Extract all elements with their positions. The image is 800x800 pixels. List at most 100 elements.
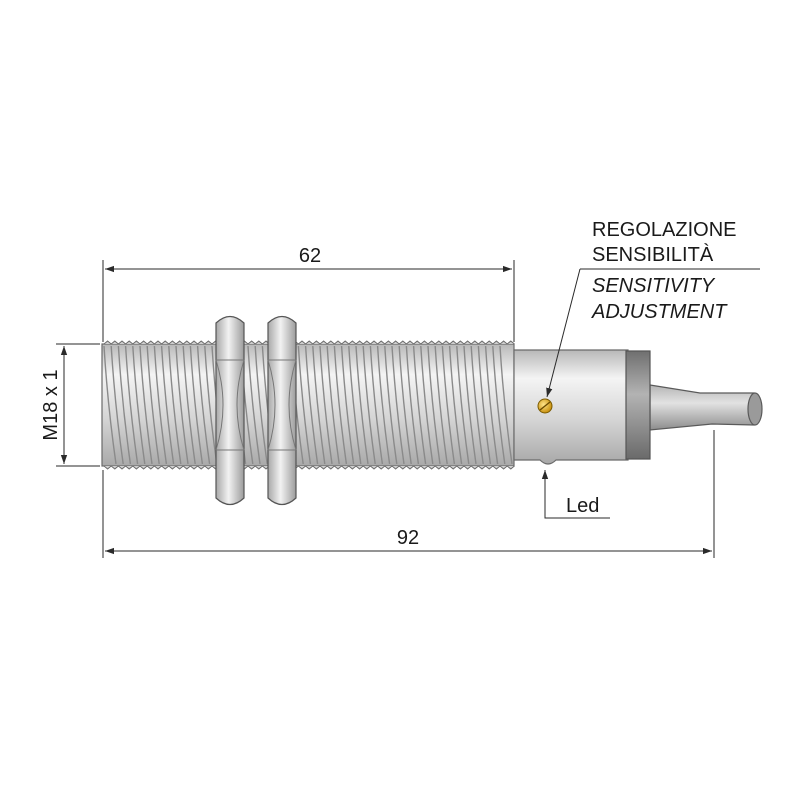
thread-line bbox=[484, 345, 499, 465]
thread-tooth bbox=[391, 340, 400, 345]
thread-tooth bbox=[377, 465, 386, 470]
thread-tooth bbox=[118, 465, 126, 470]
thread-tooth bbox=[442, 340, 450, 345]
thread-tooth bbox=[132, 465, 141, 470]
thread-line bbox=[376, 345, 391, 465]
thread-tooth bbox=[254, 340, 263, 345]
thread-tooth bbox=[175, 465, 184, 470]
thread-line bbox=[196, 345, 211, 465]
thread-tooth bbox=[427, 340, 436, 345]
thread-tooth bbox=[427, 465, 436, 470]
cable bbox=[649, 384, 763, 431]
thread-line bbox=[384, 345, 398, 465]
thread-tooth bbox=[420, 465, 429, 470]
thread-line bbox=[499, 345, 513, 465]
lock-nut-1 bbox=[215, 315, 245, 506]
thread-tooth bbox=[348, 340, 357, 345]
thread-line bbox=[139, 345, 153, 465]
thread-line bbox=[333, 345, 348, 465]
thread-tooth bbox=[146, 465, 155, 470]
sensor-head bbox=[513, 349, 651, 465]
thread-tooth bbox=[377, 340, 386, 345]
thread-tooth bbox=[154, 465, 162, 470]
thread-tooth bbox=[204, 465, 213, 470]
thread-tooth bbox=[370, 340, 378, 345]
extension-lines bbox=[56, 260, 715, 558]
thread-tooth bbox=[485, 465, 494, 470]
thread-tooth bbox=[348, 465, 357, 470]
thread-tooth bbox=[384, 340, 393, 345]
thread-line bbox=[160, 345, 175, 465]
thread-tooth bbox=[247, 465, 256, 470]
sensitivity-adjustment-callout: REGOLAZIONE SENSIBILITÀ SENSITIVITY ADJU… bbox=[546, 219, 760, 398]
thread-tooth bbox=[154, 340, 162, 345]
thread-line bbox=[463, 345, 477, 465]
thread-tooth bbox=[456, 340, 465, 345]
thread-tooth bbox=[341, 340, 350, 345]
thread-line bbox=[470, 345, 484, 465]
thread-tooth bbox=[204, 340, 213, 345]
thread-tooth bbox=[334, 340, 342, 345]
led-callout: Led bbox=[541, 470, 610, 519]
thread-tooth bbox=[478, 465, 486, 470]
thread-tooth bbox=[449, 340, 458, 345]
adjust-it-line1: REGOLAZIONE bbox=[592, 219, 736, 241]
thread-line bbox=[456, 345, 470, 465]
thread-line bbox=[247, 345, 261, 465]
thread-tooth bbox=[298, 465, 306, 470]
thread-tooth bbox=[139, 465, 148, 470]
thread-tooth bbox=[420, 340, 429, 345]
adjustment-screw-icon bbox=[537, 398, 553, 414]
thread-line bbox=[297, 345, 312, 465]
thread-line bbox=[412, 345, 427, 465]
thread-line bbox=[175, 345, 189, 465]
thread-tooth bbox=[197, 340, 206, 345]
led-label: Led bbox=[566, 495, 599, 517]
thread-tooth bbox=[442, 465, 450, 470]
thread-tooth bbox=[355, 465, 364, 470]
thread-line bbox=[146, 345, 160, 465]
thread-line bbox=[398, 345, 412, 465]
thread-tooth bbox=[110, 340, 119, 345]
thread-line bbox=[434, 345, 448, 465]
thread-tooth bbox=[312, 340, 321, 345]
thread-tooth bbox=[305, 340, 314, 345]
thread-tooth bbox=[175, 340, 184, 345]
thread-tooth bbox=[312, 465, 321, 470]
thread-line bbox=[355, 345, 369, 465]
thread-tooth bbox=[470, 465, 479, 470]
thread-tooth bbox=[478, 340, 486, 345]
adjust-en-line1: SENSITIVITY bbox=[592, 275, 716, 297]
thread-line bbox=[362, 345, 376, 465]
thread-line bbox=[204, 345, 218, 465]
thread-tooth bbox=[139, 340, 148, 345]
thread-line bbox=[312, 345, 326, 465]
thread-tooth bbox=[110, 465, 119, 470]
thread-tooth bbox=[492, 465, 501, 470]
thread-tooth bbox=[118, 340, 126, 345]
thread-line bbox=[103, 345, 117, 465]
thread-line bbox=[405, 345, 420, 465]
dimension-62-label: 62 bbox=[299, 245, 321, 267]
dimension-92-label: 92 bbox=[397, 527, 419, 549]
thread-line bbox=[319, 345, 333, 465]
thread-line bbox=[340, 345, 355, 465]
thread-tooth bbox=[298, 340, 306, 345]
thread-tooth bbox=[326, 465, 335, 470]
thread-line bbox=[254, 345, 268, 465]
thread-line bbox=[124, 345, 139, 465]
thread-tooth bbox=[406, 465, 414, 470]
thread-tooth bbox=[506, 340, 515, 345]
thread-tooth bbox=[254, 465, 263, 470]
thread-line bbox=[348, 345, 362, 465]
thread-tooth bbox=[182, 465, 191, 470]
thread-tooth bbox=[319, 340, 328, 345]
thread-tooth bbox=[506, 465, 515, 470]
lock-nut-2 bbox=[267, 315, 297, 506]
dimension-thread-diameter: M18 x 1 bbox=[40, 346, 68, 464]
thread-tooth bbox=[125, 465, 134, 470]
thread-tooth bbox=[190, 465, 198, 470]
thread-line bbox=[132, 345, 146, 465]
threaded-body bbox=[101, 340, 515, 470]
thread-line bbox=[492, 345, 506, 465]
